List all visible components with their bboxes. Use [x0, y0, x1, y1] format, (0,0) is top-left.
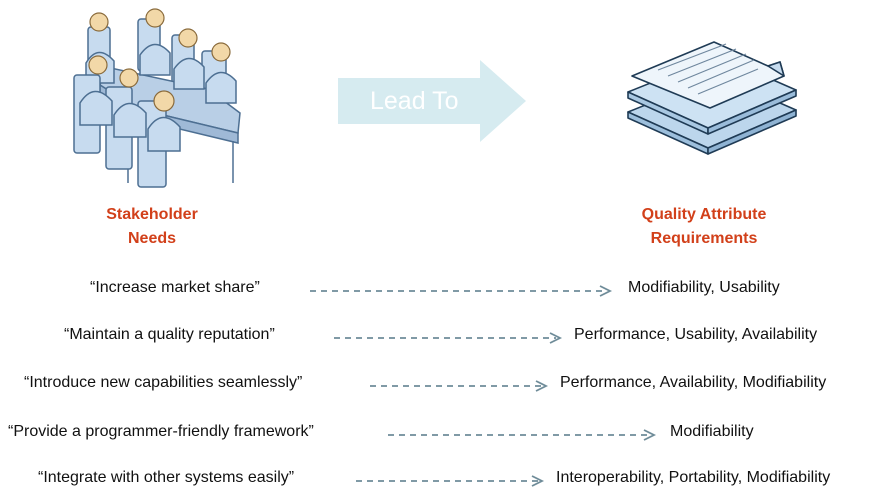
stakeholder-need-3: “Introduce new capabilities seamlessly”: [24, 374, 303, 391]
quality-attributes-1: Modifiability, Usability: [628, 279, 780, 296]
stakeholder-need-1: “Increase market share”: [90, 279, 260, 296]
left-heading-line-1: Stakeholder: [106, 206, 198, 223]
dashed-arrow-2: [334, 332, 563, 344]
stakeholder-need-4: “Provide a programmer-friendly framework…: [8, 423, 314, 440]
dashed-arrow-3: [370, 380, 549, 392]
stakeholder-need-2: “Maintain a quality reputation”: [64, 326, 275, 343]
dashed-arrow-5: [356, 475, 545, 487]
stakeholder-needs-heading: Stakeholder Needs: [72, 203, 232, 251]
quality-attributes-5: Interoperability, Portability, Modifiabi…: [556, 469, 831, 486]
document-stack-icon: [627, 41, 797, 155]
stakeholder-meeting-icon: [73, 8, 241, 188]
quality-attribute-requirements-heading: Quality Attribute Requirements: [604, 203, 804, 251]
dashed-arrow-4: [388, 429, 657, 441]
lead-to-arrow-icon: [338, 60, 526, 142]
quality-attributes-4: Modifiability: [670, 423, 754, 440]
quality-attributes-3: Performance, Availability, Modifiability: [560, 374, 827, 391]
right-heading-line-2: Requirements: [650, 230, 758, 247]
dashed-arrow-1: [310, 285, 613, 297]
arrow-label: Lead To: [370, 87, 459, 115]
stakeholder-need-5: “Integrate with other systems easily”: [38, 469, 295, 486]
right-heading-line-1: Quality Attribute: [641, 206, 767, 223]
left-heading-line-2: Needs: [127, 230, 177, 247]
quality-attributes-2: Performance, Usability, Availability: [574, 326, 818, 343]
